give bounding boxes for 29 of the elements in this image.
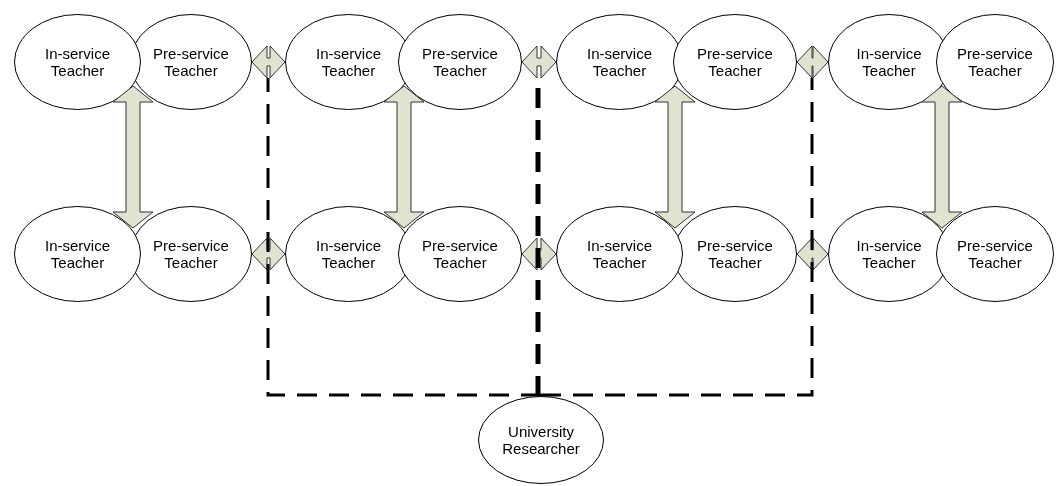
node-label: Pre-service Teacher bbox=[152, 45, 230, 79]
dashed-line bbox=[266, 78, 541, 397]
node-label: In-service Teacher bbox=[855, 45, 923, 79]
node-label: In-service Teacher bbox=[586, 45, 653, 79]
double-block-arrow bbox=[112, 85, 154, 229]
node-label: In-service Teacher bbox=[315, 237, 382, 271]
node-label: University Researcher bbox=[501, 423, 581, 457]
node-label: In-service Teacher bbox=[586, 237, 653, 271]
node-label: Pre-service Teacher bbox=[956, 237, 1034, 271]
node-label: Pre-service Teacher bbox=[421, 237, 499, 271]
node-label: Pre-service Teacher bbox=[956, 45, 1034, 79]
double-block-arrow bbox=[383, 85, 425, 229]
double-block-arrow bbox=[921, 85, 963, 229]
double-block-arrow bbox=[796, 237, 829, 271]
double-block-arrow bbox=[251, 45, 286, 79]
node-label: Pre-service Teacher bbox=[152, 237, 230, 271]
dashed-line bbox=[541, 78, 814, 397]
node-label: In-service Teacher bbox=[44, 237, 111, 271]
node-label: Pre-service Teacher bbox=[696, 45, 774, 79]
double-block-arrow bbox=[654, 85, 696, 229]
double-block-arrow bbox=[521, 237, 557, 271]
node-label: Pre-service Teacher bbox=[696, 237, 774, 271]
double-block-arrow bbox=[796, 45, 829, 79]
node-label: In-service Teacher bbox=[315, 45, 382, 79]
double-block-arrow bbox=[521, 45, 557, 79]
node-label: In-service Teacher bbox=[44, 45, 111, 79]
double-block-arrow bbox=[251, 237, 286, 271]
node-label: In-service Teacher bbox=[855, 237, 923, 271]
node-label: Pre-service Teacher bbox=[421, 45, 499, 79]
